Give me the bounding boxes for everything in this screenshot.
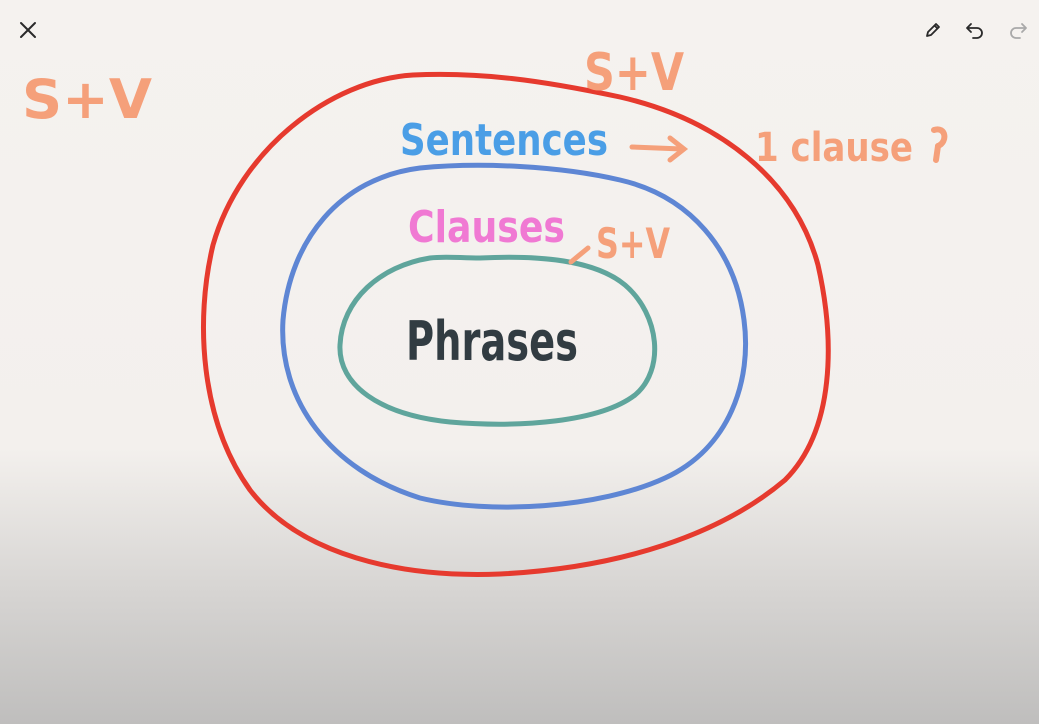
clauses-label: Clauses [408, 202, 565, 253]
redo-button[interactable] [1004, 16, 1032, 44]
top-center-annotation: S+V [584, 43, 684, 103]
sentences-ring [201, 71, 831, 577]
undo-button[interactable] [961, 16, 989, 44]
pencil-icon [926, 23, 940, 37]
top-left-annotation: S+V [22, 68, 152, 131]
pencil-button[interactable] [919, 16, 947, 44]
sentences-label: Sentences [400, 115, 608, 166]
one-clause-annotation: 1 clause [755, 125, 913, 171]
close-icon [20, 22, 36, 38]
undo-icon [966, 23, 983, 39]
handwritten-mark [931, 126, 948, 163]
close-button[interactable] [14, 16, 42, 44]
redo-icon [1010, 23, 1027, 39]
phrases-ring [337, 254, 658, 427]
arrow [629, 135, 689, 163]
clauses-ring [280, 162, 749, 510]
clauses-annotation: S+V [596, 219, 670, 268]
phrases-label: Phrases [406, 310, 578, 373]
dash-mark [568, 245, 591, 265]
